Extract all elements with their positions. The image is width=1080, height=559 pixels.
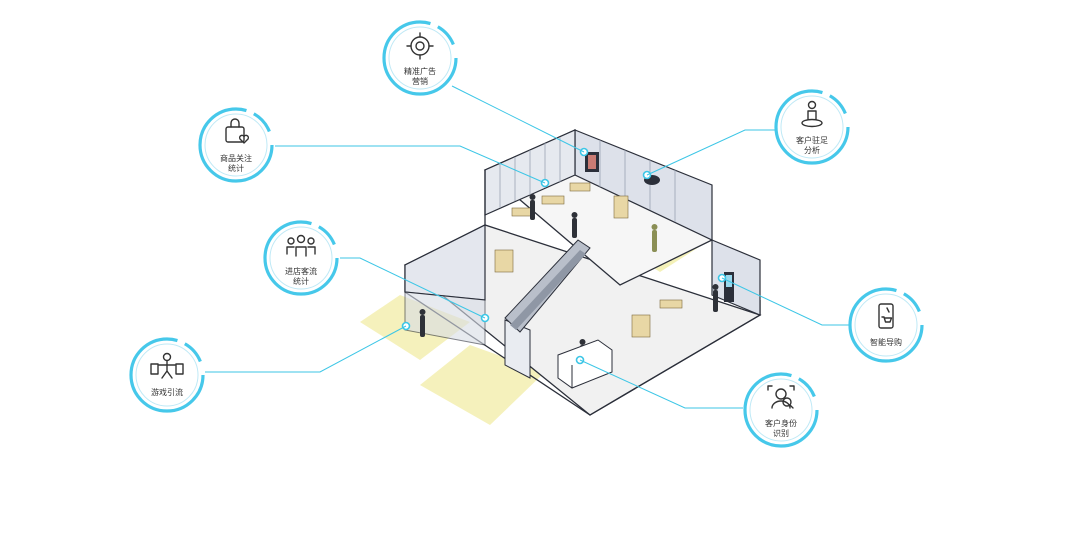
connector-ad bbox=[451, 85, 585, 153]
phone-cart-icon bbox=[878, 303, 894, 329]
person-kiosk-icon bbox=[150, 352, 184, 379]
node-label-identity-1: 识别 bbox=[773, 429, 789, 438]
node-ring bbox=[743, 372, 819, 448]
node-ring bbox=[198, 107, 274, 183]
node-label-product-0: 商品关注 bbox=[220, 153, 252, 163]
node-ring bbox=[263, 220, 339, 296]
connector-guide bbox=[721, 277, 850, 326]
node-label-dwell-1: 分析 bbox=[804, 145, 820, 155]
node-label-traffic-1: 统计 bbox=[293, 276, 309, 286]
store-illustration bbox=[360, 129, 762, 425]
node-inner-ring bbox=[269, 226, 333, 290]
node-inner-ring bbox=[135, 343, 199, 407]
node-inner-ring bbox=[388, 26, 452, 90]
node-label-dwell-0: 客户驻足 bbox=[796, 135, 828, 145]
feature-node-guide[interactable]: 智能导购 bbox=[848, 287, 924, 363]
clothing-racks bbox=[494, 182, 683, 338]
node-inner-ring bbox=[780, 95, 844, 159]
node-label-traffic-0: 进店客流 bbox=[285, 266, 317, 276]
connector-dwell bbox=[646, 129, 775, 176]
connector-identity bbox=[579, 359, 743, 409]
node-label-ad-1: 营销 bbox=[412, 76, 428, 86]
node-label-game-0: 游戏引流 bbox=[151, 387, 183, 397]
connector-game bbox=[205, 325, 407, 373]
connector-traffic bbox=[340, 257, 486, 319]
shopping-bag-heart-icon bbox=[225, 118, 250, 144]
people-group-icon bbox=[286, 234, 316, 257]
node-label-identity-0: 客户身份 bbox=[765, 418, 797, 428]
connector-product bbox=[275, 145, 546, 184]
node-inner-ring bbox=[749, 378, 813, 442]
node-ring bbox=[129, 337, 205, 413]
node-inner-ring bbox=[854, 293, 918, 357]
person-location-icon bbox=[801, 100, 823, 128]
lower-left-wall bbox=[404, 224, 486, 301]
node-label-ad-0: 精准广告 bbox=[404, 66, 436, 76]
node-label-guide-0: 智能导购 bbox=[870, 337, 902, 347]
feature-node-game[interactable]: 游戏引流 bbox=[129, 337, 205, 413]
connector-lines bbox=[205, 85, 850, 409]
node-ring bbox=[848, 287, 924, 363]
face-scan-icon bbox=[767, 385, 795, 409]
node-label-product-1: 统计 bbox=[228, 163, 244, 173]
node-inner-ring bbox=[204, 113, 268, 177]
crosshair-icon bbox=[406, 32, 434, 60]
